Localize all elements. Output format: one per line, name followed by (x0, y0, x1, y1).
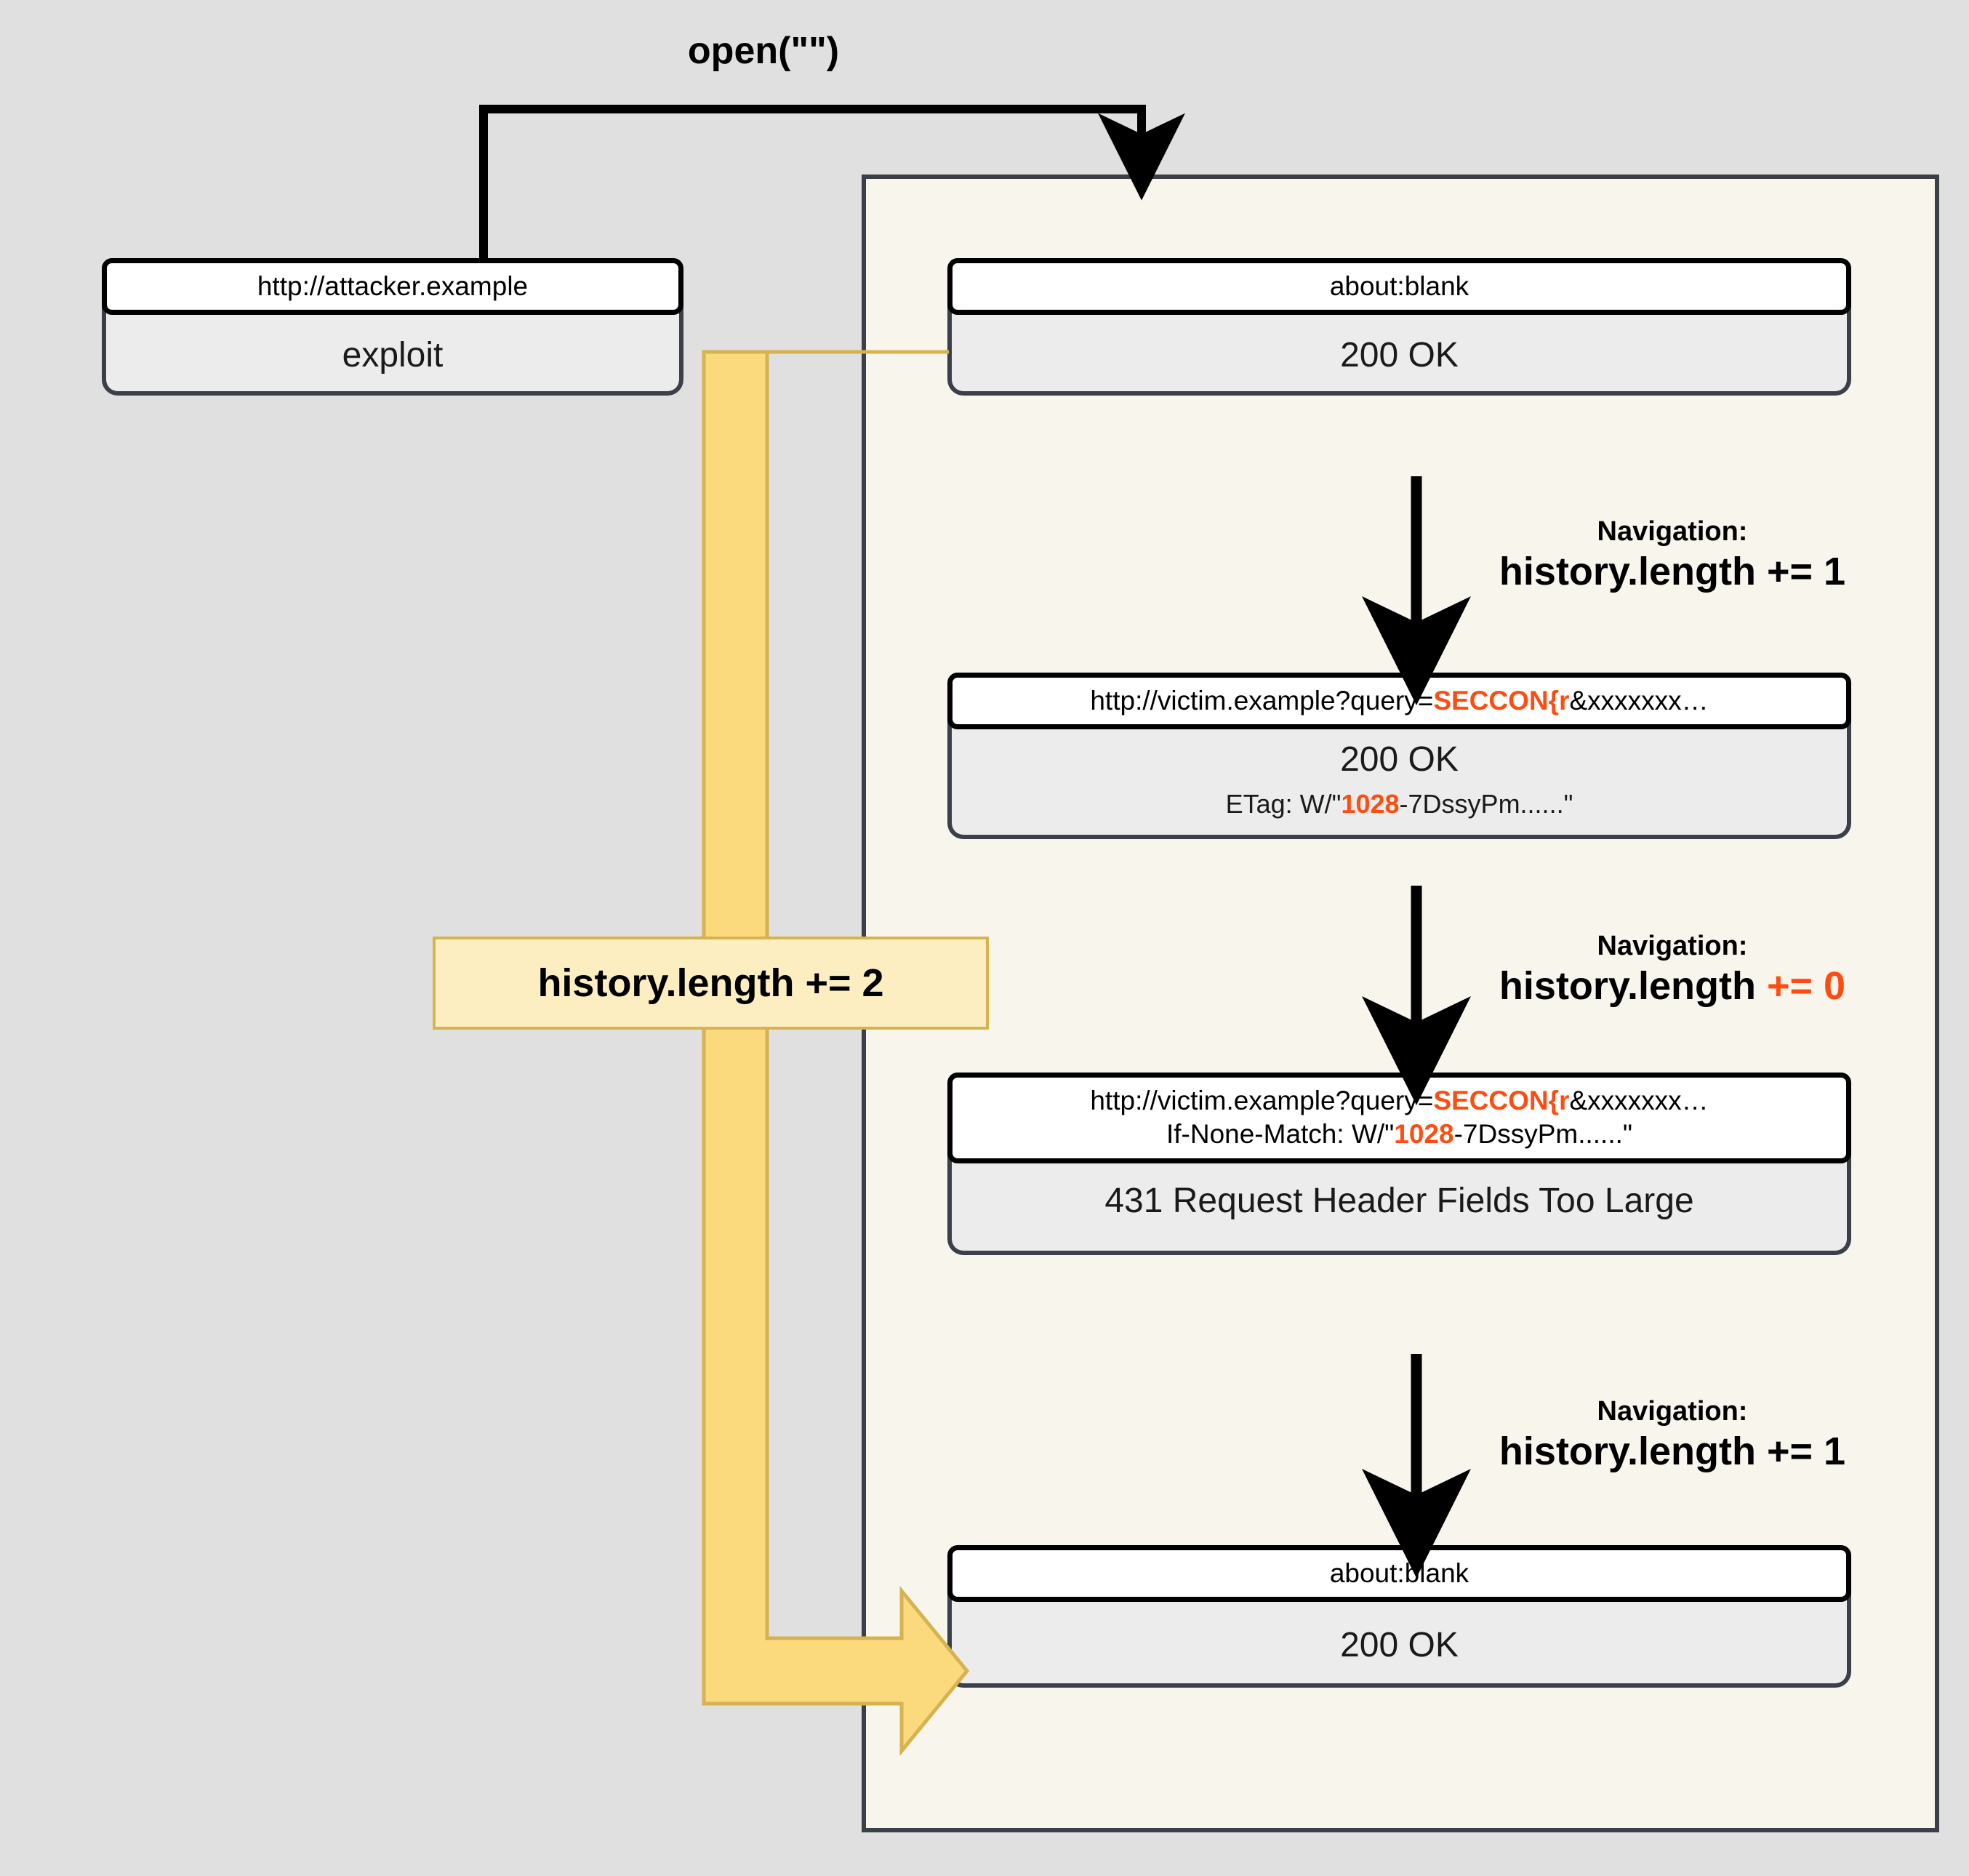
node-body: exploit (102, 305, 683, 396)
edge-delta: += 1 (1766, 549, 1846, 593)
url-prefix: http://victim.example?query= (1090, 686, 1434, 715)
node-status-text: exploit (342, 336, 444, 375)
url-prefix: http://victim.example?query= (1090, 1086, 1434, 1115)
url-suffix: &xxxxxxx… (1569, 686, 1709, 715)
edge-expr-text: history.length (1499, 963, 1756, 1008)
edge-delta: += 0 (1766, 963, 1846, 1008)
node-body: 200 OK (947, 1592, 1851, 1688)
node-url-bar: http://attacker.example (102, 258, 683, 316)
open-call-label: open("") (687, 30, 840, 72)
edge-label-navigation-3: Navigation: history.length += 1 (1425, 1396, 1920, 1475)
url-flag-fragment: SECCON{r (1433, 686, 1570, 715)
node-status-text: 200 OK (1340, 336, 1459, 375)
node-status-text: 431 Request Header Fields Too Large (1104, 1181, 1694, 1220)
inm-suffix: -7DssyPm......" (1453, 1119, 1633, 1150)
node-etag-header: ETag: W/"1028-7DssyPm......" (962, 790, 1837, 819)
edge-expression: history.length += 0 (1425, 963, 1920, 1010)
node-victim-431[interactable]: http://victim.example?query=SECCON{r&xxx… (947, 1073, 1851, 1255)
edge-label-navigation-1: Navigation: history.length += 1 (1425, 516, 1920, 595)
node-status-text: 200 OK (1340, 1626, 1459, 1665)
etag-prefix: ETag: W/" (1225, 789, 1342, 819)
node-about-blank-top[interactable]: about:blank 200 OK (947, 258, 1851, 396)
inm-size-value: 1028 (1394, 1119, 1454, 1150)
node-body: 200 OK ETag: W/"1028-7DssyPm......" (947, 719, 1851, 839)
edge-expr-text: history.length (1499, 549, 1756, 593)
node-url-bar: http://victim.example?query=SECCON{r&xxx… (947, 673, 1851, 730)
node-about-blank-bottom[interactable]: about:blank 200 OK (947, 1545, 1851, 1688)
edge-delta: += 1 (1766, 1429, 1846, 1473)
edge-expr-text: history.length (1499, 1429, 1756, 1473)
edge-caption: Navigation: (1597, 1396, 1748, 1427)
node-url-bar: about:blank (947, 1545, 1851, 1603)
if-none-match-line: If-None-Match: W/"1028-7DssyPm......" (963, 1118, 1836, 1151)
etag-suffix: -7DssyPm......" (1399, 789, 1573, 819)
edge-expression: history.length += 1 (1425, 1428, 1920, 1475)
etag-size-value: 1028 (1341, 789, 1400, 819)
node-body: 431 Request Header Fields Too Large (947, 1153, 1851, 1255)
node-attacker-exploit[interactable]: http://attacker.example exploit (102, 258, 683, 396)
edge-expression: history.length += 1 (1425, 548, 1920, 596)
inm-prefix: If-None-Match: W/" (1166, 1119, 1395, 1150)
node-url-bar: http://victim.example?query=SECCON{r&xxx… (947, 1073, 1851, 1163)
edge-caption: Navigation: (1597, 931, 1748, 961)
history-length-plus-2-note: history.length += 2 (433, 937, 989, 1030)
node-body: 200 OK (947, 305, 1851, 396)
node-status-text: 200 OK (1340, 740, 1459, 779)
node-url-bar: about:blank (947, 258, 1851, 316)
url-line: http://victim.example?query=SECCON{r&xxx… (963, 1084, 1836, 1118)
edge-caption: Navigation: (1597, 516, 1748, 547)
edge-label-navigation-2: Navigation: history.length += 0 (1425, 931, 1920, 1009)
node-victim-200-ok[interactable]: http://victim.example?query=SECCON{r&xxx… (947, 673, 1851, 839)
url-suffix: &xxxxxxx… (1569, 1086, 1709, 1115)
url-flag-fragment: SECCON{r (1433, 1086, 1570, 1115)
